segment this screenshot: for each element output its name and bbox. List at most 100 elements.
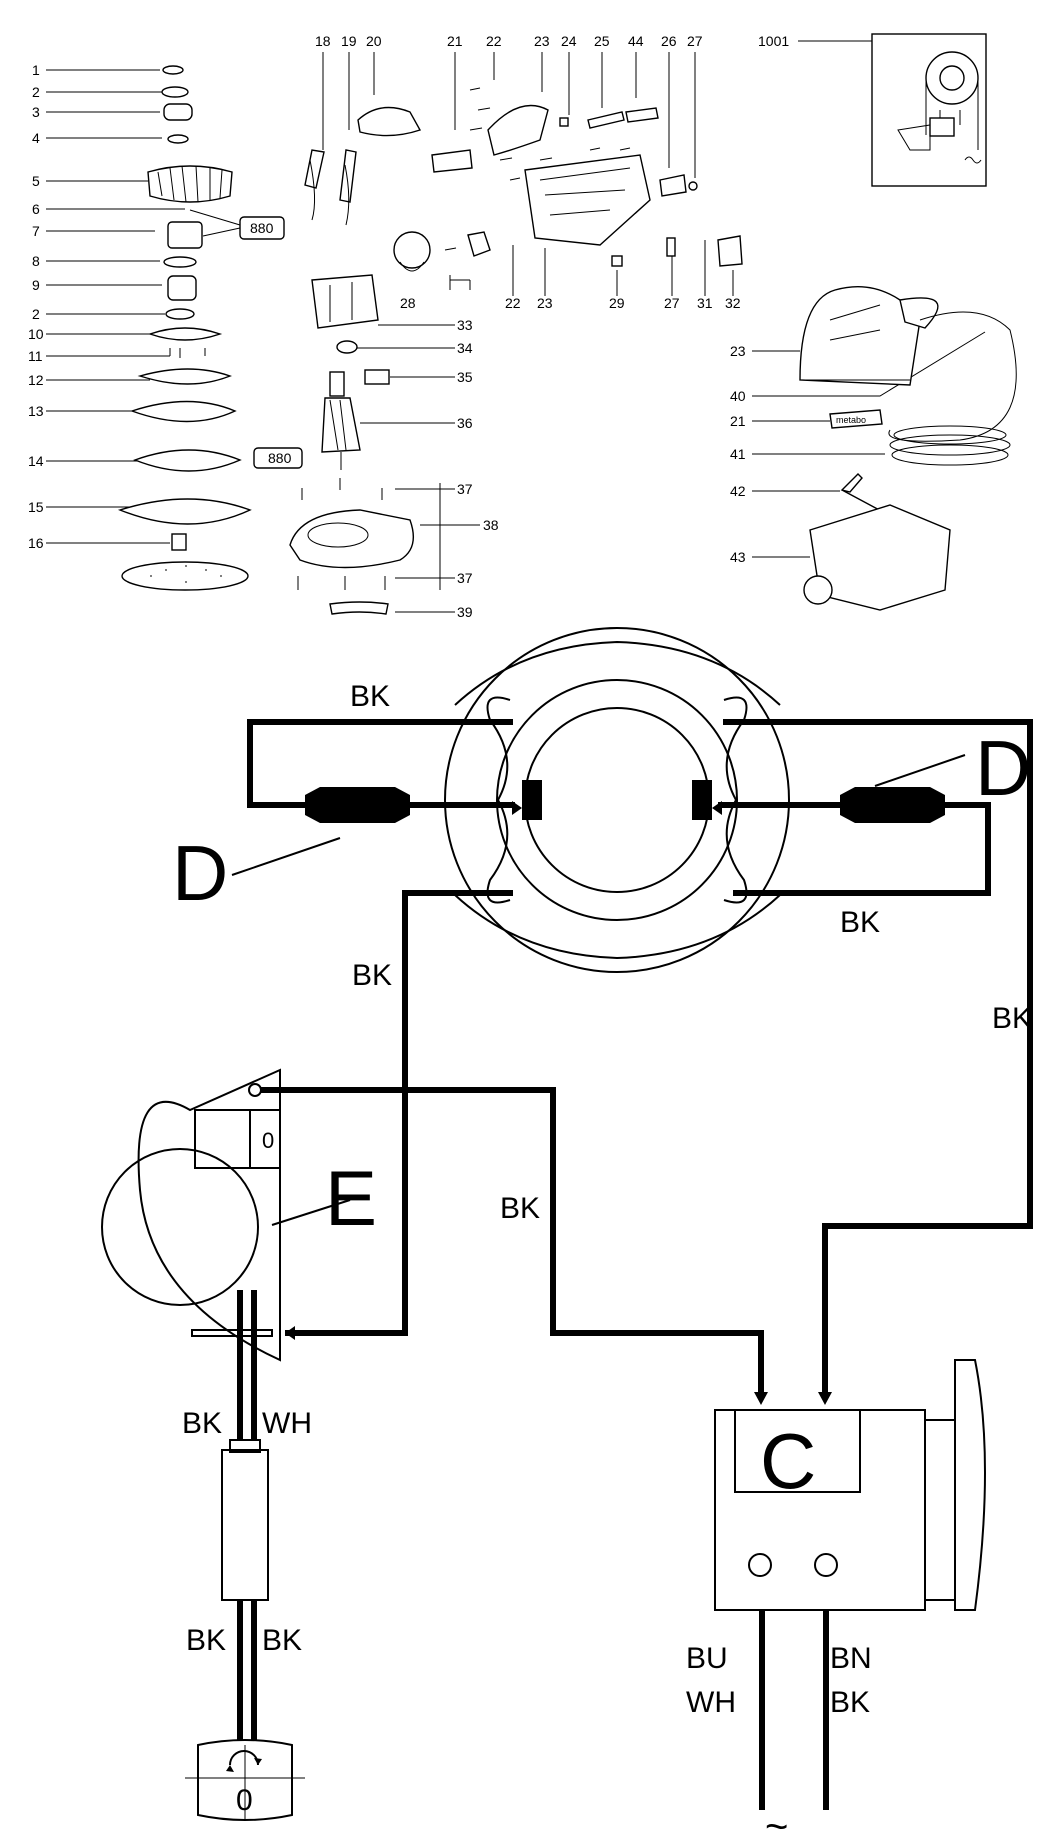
sleeve-d-right	[840, 787, 945, 823]
motor-parts	[289, 274, 414, 615]
motor-stator-diagram	[444, 627, 790, 973]
wire-color-labels: BK BK BK BK BK BK WH BK BK BU WH BN BK	[182, 680, 1032, 1719]
callout-26: 26	[661, 33, 677, 49]
callout-8: 8	[32, 253, 40, 269]
bracket-part	[467, 231, 491, 257]
eccentric-part	[167, 221, 203, 249]
nameplate-logo: metabo	[836, 415, 866, 425]
callout-34: 34	[457, 340, 473, 356]
fan-housing-part	[289, 509, 414, 569]
callout-35: 35	[457, 369, 473, 385]
bearing-2-part	[167, 275, 197, 301]
washer-part	[162, 65, 184, 75]
wire-label-bk-lower-2: BK	[262, 1624, 302, 1657]
stator-part	[311, 274, 379, 329]
brush-left	[522, 780, 542, 820]
bearing-part	[163, 103, 193, 121]
callout-27: 27	[687, 33, 703, 49]
callout-29: 29	[609, 295, 625, 311]
sanding-pad-part	[117, 498, 252, 525]
callout-21b: 21	[730, 413, 746, 429]
switch-c: C ~	[714, 1359, 986, 1848]
callout-42: 42	[730, 483, 746, 499]
label-c: C	[760, 1417, 816, 1505]
grease-tube-1	[239, 216, 285, 240]
strip-44-part	[625, 107, 659, 123]
nut-part	[167, 134, 189, 144]
pin-27b-part	[666, 237, 676, 257]
brake-ring-part	[137, 368, 232, 385]
case-cap	[803, 575, 833, 605]
product-callout-group: 23 40 21 41 42 43	[730, 331, 986, 565]
oring-part	[163, 256, 197, 268]
grease-tube-2	[253, 447, 303, 469]
brush-35-part	[364, 369, 390, 385]
wire-label-bk-mains: BK	[830, 1686, 870, 1719]
clip-29-part	[611, 255, 623, 267]
callout-13: 13	[28, 403, 44, 419]
callout-37b: 37	[457, 570, 473, 586]
callout-21: 21	[447, 33, 463, 49]
callout-23b: 23	[537, 295, 553, 311]
knob-28-part	[393, 231, 431, 269]
callout-33: 33	[457, 317, 473, 333]
sleeve-d-left	[305, 787, 410, 823]
callout-32: 32	[725, 295, 741, 311]
switch-zero: 0	[236, 1784, 253, 1817]
clip-24-part	[559, 117, 569, 127]
armature-shaft-top	[329, 371, 345, 397]
strip-39-part	[329, 601, 389, 615]
nameplate-21	[829, 409, 883, 429]
screw-part	[171, 533, 187, 551]
brush-lead-2	[339, 149, 357, 203]
wires	[231, 719, 1033, 1405]
circlip-2-part	[165, 308, 195, 320]
bearing-34-part	[336, 340, 358, 354]
grease-tube-1-label: 880	[250, 220, 274, 236]
callout-16: 16	[28, 535, 44, 551]
callout-2: 2	[32, 84, 40, 100]
callout-19: 19	[341, 33, 357, 49]
fan-part	[147, 165, 233, 203]
inset-frame	[871, 33, 987, 187]
wire-label-wh: WH	[686, 1686, 736, 1719]
wire-label-bk-right-loop: BK	[840, 906, 880, 939]
label-d-right: D	[975, 724, 1031, 812]
callout-22b: 22	[505, 295, 521, 311]
electronics-e: 0 E 0	[101, 1068, 377, 1821]
wire-label-bk-top: BK	[350, 680, 390, 713]
callout-27b: 27	[664, 295, 680, 311]
sander-handle	[899, 297, 939, 329]
cover-part	[487, 104, 549, 156]
callout-6: 6	[32, 201, 40, 217]
callout-14: 14	[28, 453, 44, 469]
pin-27-part	[688, 181, 698, 191]
callout-12: 12	[28, 372, 44, 388]
callout-23: 23	[534, 33, 550, 49]
housing-shell-part	[524, 154, 651, 246]
mid-callout-group: 28 22 23 29 27 31 32	[400, 240, 741, 311]
callout-23c: 23	[730, 343, 746, 359]
callout-11: 11	[28, 348, 43, 364]
switch-rocker-part	[659, 174, 687, 197]
callout-37: 37	[457, 481, 473, 497]
callout-15: 15	[28, 499, 44, 515]
wire-label-bk-lower-1: BK	[186, 1624, 226, 1657]
wire-label-bk-e: BK	[182, 1407, 222, 1440]
callout-3: 3	[32, 104, 40, 120]
callout-20: 20	[366, 33, 382, 49]
housing-ring-part	[129, 400, 237, 423]
grease-tube-2-label: 880	[268, 450, 292, 466]
label-d-left: D	[172, 829, 228, 917]
label-e: E	[325, 1154, 377, 1242]
label-21-part	[431, 149, 473, 173]
callout-38: 38	[483, 517, 499, 533]
wire-right-bk	[723, 719, 1033, 1395]
callout-18: 18	[315, 33, 331, 49]
top-callout-group: 18 19 20 21 22 23 24 25 44 26 27 1001	[315, 33, 872, 178]
callout-7: 7	[32, 223, 40, 239]
wire-e-to-c	[260, 1087, 764, 1395]
left-callout-group: 1 2 3 4 5 6 7 8 9 2 10 11 12 13 14 15 16	[28, 62, 185, 551]
callout-39: 39	[457, 604, 473, 620]
callout-31: 31	[697, 295, 713, 311]
